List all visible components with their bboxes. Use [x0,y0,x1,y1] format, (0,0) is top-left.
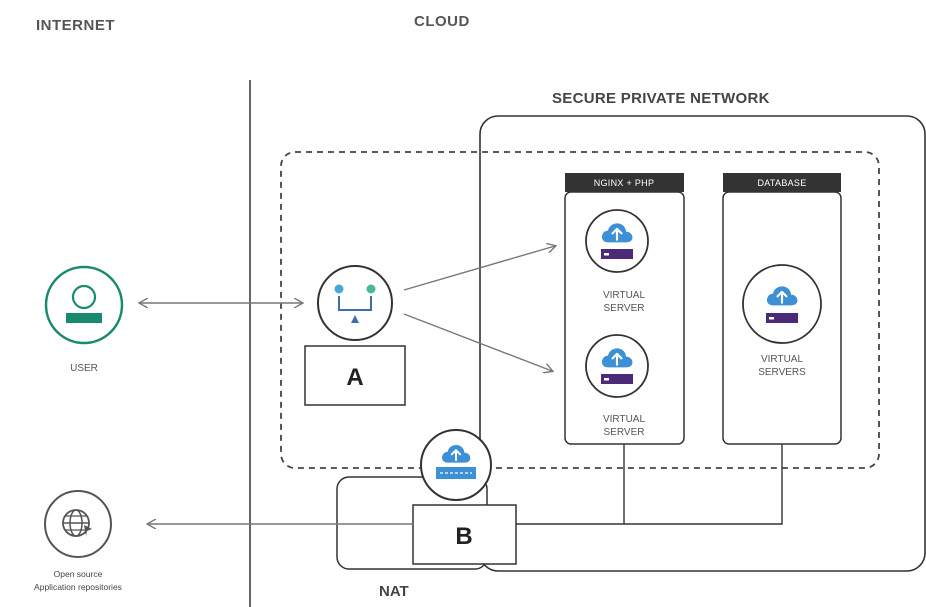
box-a[interactable] [304,345,406,406]
box-b[interactable] [412,504,517,565]
box-a-label: A [346,364,363,391]
user-icon [66,284,102,323]
box-b-label: B [455,523,472,550]
secure-private-network-header: SECURE PRIVATE NETWORK [552,90,770,107]
virtual-server-1-line2: SERVER [604,303,645,314]
gateway-icon [436,443,476,479]
nginx-php-tag [565,173,684,192]
nginx-php-tag-label: NGINX + PHP [594,178,655,188]
internet-header: INTERNET [36,17,115,34]
database-tag-label: DATABASE [757,178,806,188]
load-balancer-icon [334,284,376,323]
db-to-b-connector [624,444,783,525]
nat-gateway-node[interactable] [420,429,492,501]
virtual-server-2-line2: SERVER [604,427,645,438]
virtual-servers-line1: VIRTUAL [761,354,803,365]
load-balancer-node[interactable] [317,265,393,341]
nginx-php-group: NGINX + PHP VIRTUAL SERVER VIRTUAL SERVE… [564,173,685,445]
globe-icon [62,509,92,537]
database-group: DATABASE VIRTUAL SERVERS [722,173,842,445]
database-tag [723,173,841,192]
nginx-to-b-connector [516,444,625,525]
lb-to-server2-arrow [403,313,552,371]
user-label: USER [70,363,98,374]
open-source-label-line1: Open source [54,569,103,579]
cloud-server-icon [600,347,634,384]
lb-to-server1-arrow [403,246,555,291]
open-source-node[interactable] [44,490,112,558]
virtual-server-2[interactable] [585,334,649,398]
virtual-servers-db[interactable] [742,264,822,344]
virtual-servers-line2: SERVERS [758,367,806,378]
virtual-server-2-line1: VIRTUAL [603,414,645,425]
cloud-header: CLOUD [414,13,470,30]
secure-private-network-boundary [479,115,926,572]
cloud-server-icon [600,222,634,259]
user-node[interactable] [44,265,124,345]
virtual-server-1[interactable] [585,209,649,273]
virtual-server-1-line1: VIRTUAL [603,290,645,301]
nat-label: NAT [379,583,409,600]
open-source-label-line2: Application repositories [34,582,122,592]
cloud-server-icon [765,285,799,323]
